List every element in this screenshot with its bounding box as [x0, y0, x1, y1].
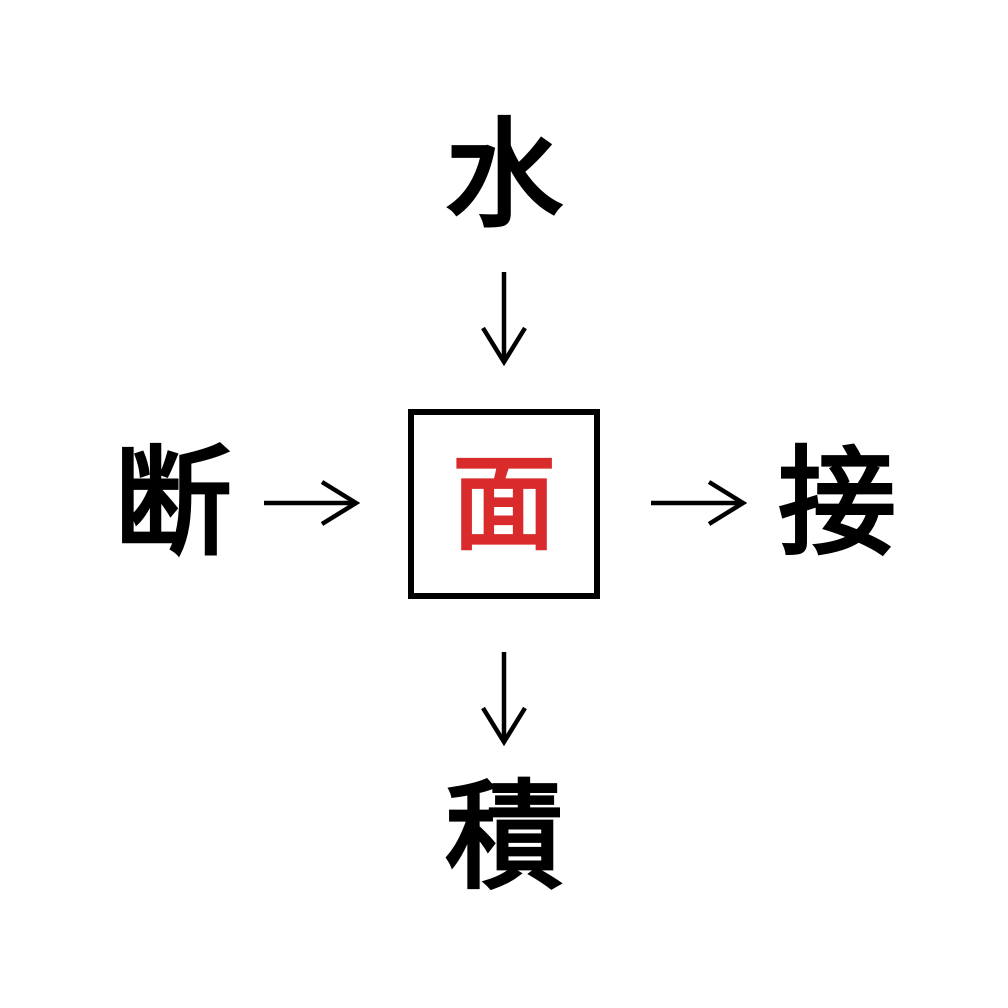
arrow-down-top-to-center-icon — [479, 272, 529, 367]
node-left-kanji: 断 — [73, 440, 273, 566]
arrow-down-center-to-bottom-icon — [479, 652, 529, 747]
node-center-label: 面 — [451, 443, 556, 565]
node-top-kanji: 水 — [404, 112, 604, 238]
node-bottom-label: 積 — [444, 768, 563, 906]
node-bottom-kanji: 積 — [404, 774, 604, 900]
node-right-label: 接 — [777, 434, 896, 572]
node-top-label: 水 — [444, 106, 563, 244]
node-right-kanji: 接 — [737, 440, 937, 566]
node-center-box: 面 — [408, 409, 600, 599]
node-left-label: 断 — [113, 434, 232, 572]
arrow-right-center-to-right-icon — [651, 478, 748, 528]
arrow-right-left-to-center-icon — [264, 478, 361, 528]
